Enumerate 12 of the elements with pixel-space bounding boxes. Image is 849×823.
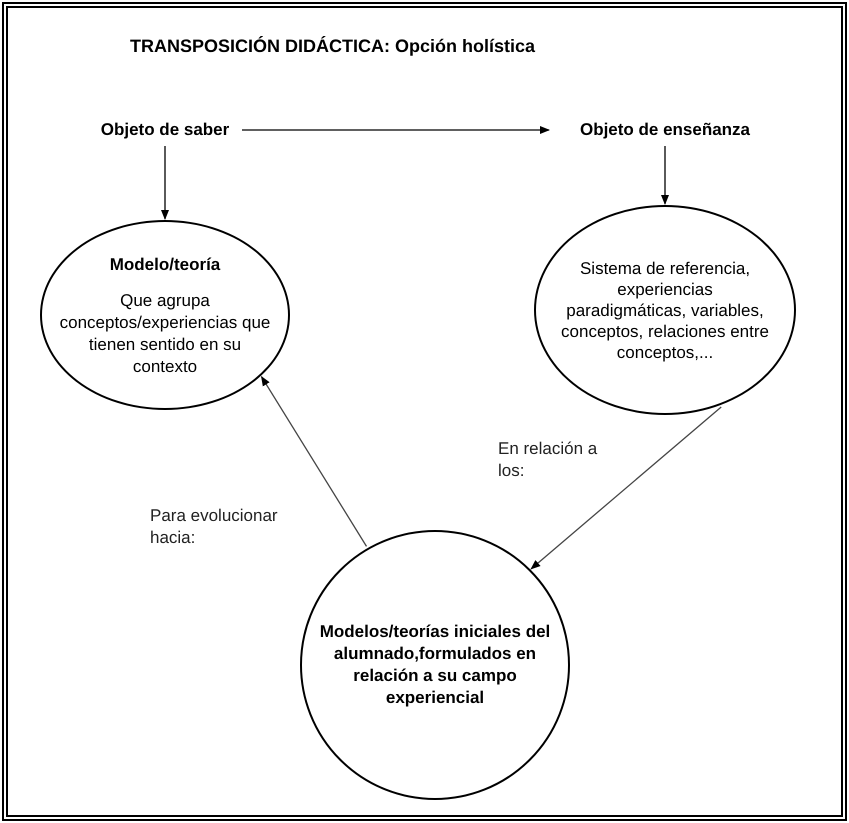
node-text: Que agrupa conceptos/experiencias que tienen sentido en su contexto [58,290,272,378]
arrow [530,406,722,570]
arrow [161,146,169,220]
node-text: Objeto de saber [100,119,230,142]
arrow [260,376,368,547]
node-text: Objeto de enseñanza [580,119,750,142]
diagram-title: TRANSPOSICIÓN DIDÁCTICA: Opción holística [130,35,536,58]
node-text: Modelos/teorías iniciales del alumnado,formulados en relación a su campo experiencial [318,621,552,709]
node-text: Sistema de referencia, experiencias paradigmáticas, variables, conceptos, relaciones entre conceptos,... [560,258,770,362]
node-heading: Modelo/teoría [110,254,220,276]
arrow [242,126,550,134]
arrow [661,146,669,205]
